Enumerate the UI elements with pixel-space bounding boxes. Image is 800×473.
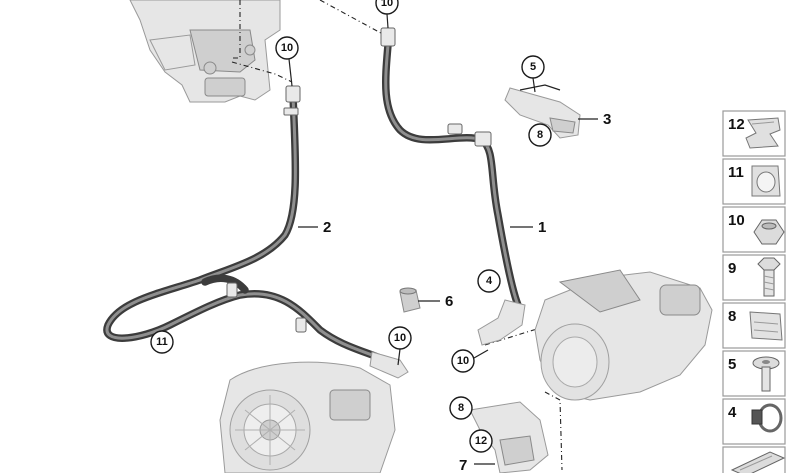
callout-8-lower: 8 (449, 396, 473, 420)
ref-line-bracket (544, 391, 563, 471)
protective-cap-6 (399, 287, 421, 313)
callout-11: 11 (150, 330, 174, 354)
callout-10-mid: 10 (388, 326, 412, 350)
parts-legend: 12 11 10 9 (722, 110, 786, 473)
hex-bolt-icon (757, 257, 781, 297)
part-label-7: 7 (459, 457, 467, 473)
svg-text:10: 10 (281, 42, 293, 54)
svg-text:11: 11 (156, 336, 168, 348)
part-label-1: 1 (538, 219, 546, 236)
svg-text:4: 4 (486, 275, 493, 287)
legend-item-10[interactable]: 10 (722, 206, 786, 253)
svg-text:10: 10 (381, 0, 393, 9)
svg-text:5: 5 (530, 61, 536, 73)
ref-line-top (319, 0, 391, 39)
torx-screw-icon (752, 356, 780, 392)
legend-item-4[interactable]: 4 (722, 398, 786, 445)
part-label-6: 6 (445, 293, 453, 310)
hex-nut-icon (753, 219, 785, 245)
part-label-3: 3 (603, 111, 611, 128)
gasket-icon (730, 451, 786, 473)
svg-text:4: 4 (728, 404, 737, 421)
starter-motor (534, 269, 713, 401)
ref-line-block (231, 0, 293, 83)
spring-clip-icon (749, 311, 783, 341)
callout-8-bracket: 8 (528, 123, 552, 147)
clip-icon (745, 117, 781, 149)
svg-text:10: 10 (394, 332, 406, 344)
svg-text:8: 8 (458, 402, 464, 414)
legend-item-gasket[interactable] (722, 446, 786, 473)
svg-text:8: 8 (728, 308, 736, 325)
legend-item-11[interactable]: 11 (722, 158, 786, 205)
svg-text:8: 8 (537, 129, 543, 141)
ref-line-starter (484, 327, 541, 346)
svg-text:12: 12 (728, 116, 745, 133)
junction-block-top-left (129, 0, 281, 103)
callout-12: 12 (469, 429, 493, 453)
legend-item-8[interactable]: 8 (722, 302, 786, 349)
callout-10-starter: 10 (451, 349, 475, 373)
svg-text:10: 10 (457, 355, 469, 367)
callout-4: 4 (477, 269, 501, 293)
svg-text:11: 11 (728, 164, 744, 181)
legend-item-12[interactable]: 12 (722, 110, 786, 157)
callout-10-left: 10 (275, 36, 299, 60)
cable-2 (103, 85, 409, 379)
bracket-3 (504, 84, 581, 139)
callout-5: 5 (521, 55, 545, 79)
svg-text:12: 12 (475, 435, 487, 447)
legend-item-9[interactable]: 9 (722, 254, 786, 301)
svg-text:5: 5 (728, 356, 736, 373)
cable-strap-icon (751, 403, 783, 433)
svg-text:10: 10 (728, 212, 745, 229)
callout-10-top: 10 (375, 0, 399, 15)
svg-text:9: 9 (728, 260, 736, 277)
legend-item-5[interactable]: 5 (722, 350, 786, 397)
part-label-2: 2 (323, 219, 331, 236)
alternator (219, 361, 396, 473)
cable-1 (380, 27, 526, 346)
cable-holder-icon (751, 165, 781, 197)
